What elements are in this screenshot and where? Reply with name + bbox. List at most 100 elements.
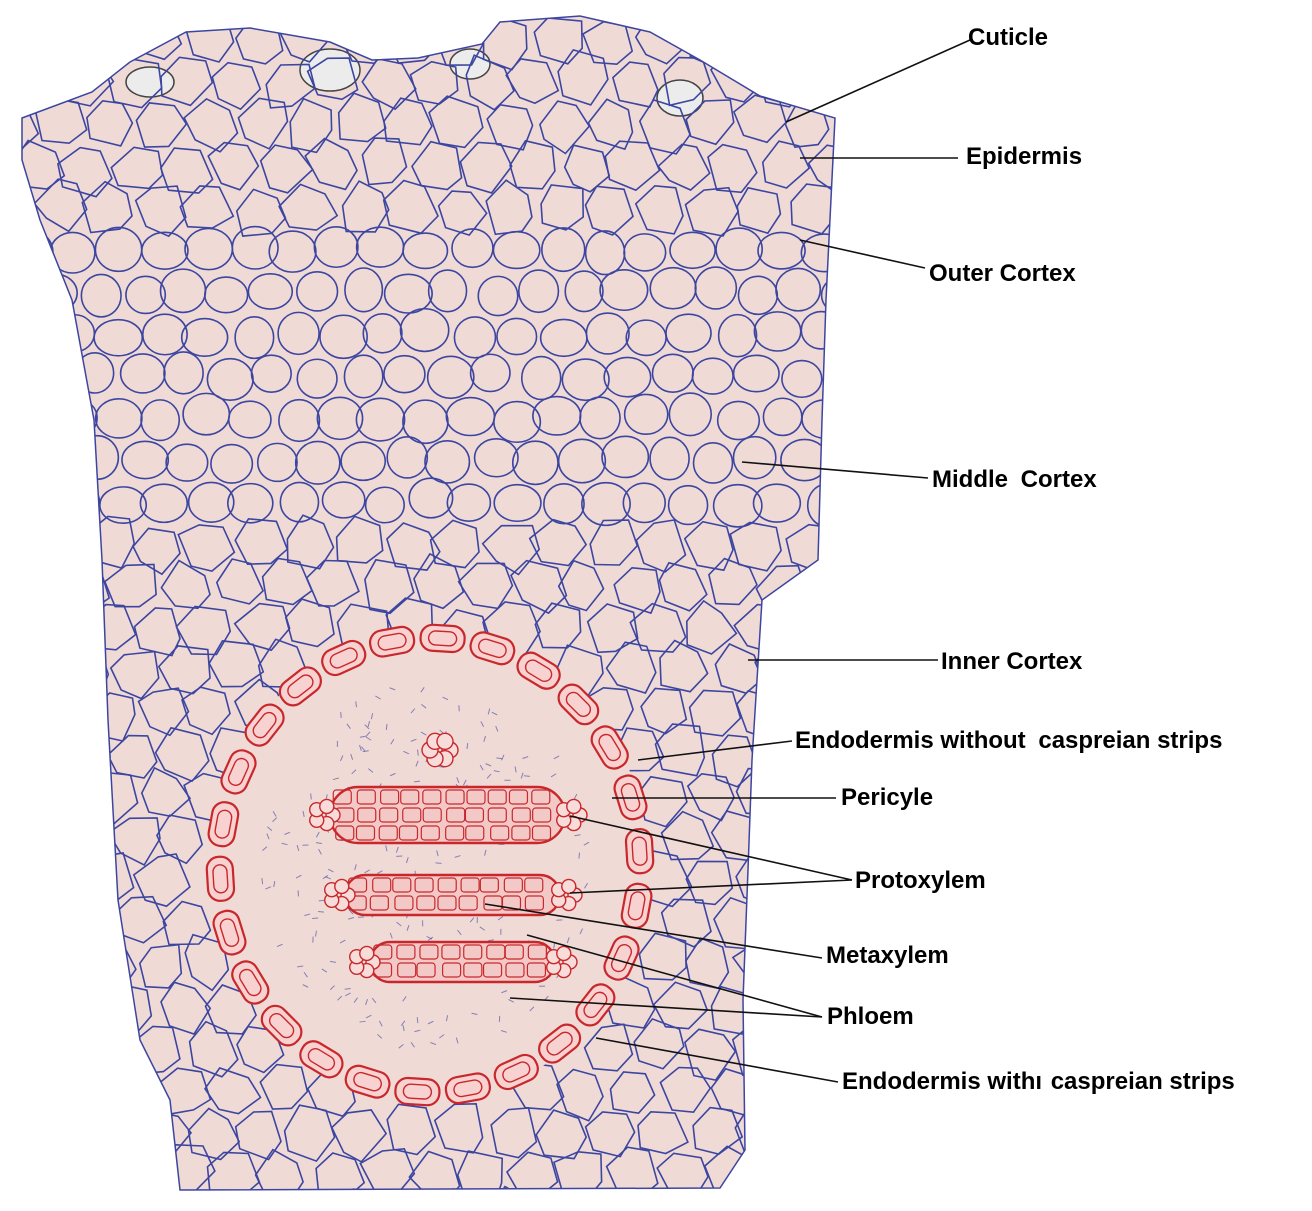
cortex-cell [10,399,49,436]
label-phloem: Phloem [827,1003,914,1031]
phloem-speckle [524,776,530,777]
cortex-cell [340,1189,388,1211]
cortex-cell [0,1187,36,1211]
cortex-cell [60,482,100,526]
cortex-cell [757,1149,809,1196]
cortex-cell [782,1115,832,1158]
label-protoxylem: Protoxylem [855,867,986,895]
cortex-cell [822,440,869,483]
cortex-cell [539,1191,590,1211]
cortex-cell [734,13,778,59]
cortex-cell [62,644,108,693]
protoxylem-cell [437,733,453,749]
label-middle-cortex: Middle Cortex [932,466,1097,494]
endodermis-cell [625,828,654,874]
cortex-cell [391,1193,435,1211]
cortex-cell [684,1194,739,1211]
phloem-speckle [467,743,468,749]
cortex-cell [29,1109,85,1158]
cortex-cell [757,815,812,863]
cortex-cell [806,1151,861,1197]
cortex-cell [786,13,841,62]
cortex-cell [5,1157,62,1205]
protoxylem-cell [335,879,349,893]
cortex-cell [0,850,27,901]
label-inner-cortex: Inner Cortex [941,648,1082,676]
label-endodermis-with-part1: Endodermis withı [842,1068,1042,1095]
phloem-speckle [318,911,324,912]
cortex-cell [781,607,828,652]
endodermis-cell [395,1077,440,1106]
xylem-band-middle-outline [345,875,560,915]
label-epidermis: Epidermis [966,143,1082,171]
cortex-cell [0,605,38,651]
protoxylem-cell [360,946,374,960]
label-endodermis-with-part2: caspreian strips [1051,1068,1235,1095]
protoxylem-cell [562,879,576,893]
cortex-cell [90,18,137,67]
xylem-band-upper [310,787,587,843]
cortex-cell [10,902,64,947]
cortex-cell [89,1023,135,1069]
cortex-cell [737,1192,787,1211]
cortex-cell [62,895,109,944]
cortex-cell [588,1194,638,1211]
cortex-cell [819,646,864,693]
cortex-cell [0,767,30,815]
cortex-cell [786,1195,835,1211]
cortex-cell [34,15,80,66]
cortex-cell [33,774,83,816]
cortex-cell [635,1195,677,1211]
phloem-speckle [418,750,419,756]
label-pericyle: Pericyle [841,784,933,812]
endodermis-cell [206,856,235,902]
cortex-cell [13,61,54,107]
cortex-cell [0,519,38,564]
phloem-speckle [417,1017,418,1023]
label-endodermis-with: Endodermis withı caspreian strips [842,1068,1235,1096]
cortex-cell [0,276,30,314]
leader-cuticle [786,40,970,122]
cortex-cell [0,18,29,69]
xylem-band-middle [325,875,582,915]
cortex-cell [85,1108,134,1160]
protoxylem-cell [567,799,581,813]
cortex-cell [39,855,84,899]
cortex-cell [63,813,112,866]
protoxylem-cell [320,799,334,813]
phloem-speckle [311,793,312,799]
cortex-cell [784,780,832,820]
cortex-cell [13,487,52,523]
cortex-cell [31,519,79,568]
label-middle-cortex-part1: Middle [932,466,1008,493]
label-endodermis-without-part2: caspreian strips [1038,727,1222,754]
cortex-cell [139,1186,185,1211]
cortex-cell [783,1025,840,1070]
label-endodermis-without: Endodermis without caspreian strips [795,727,1222,755]
cortex-cell [57,1072,109,1120]
protoxylem-cell [557,946,571,960]
endodermis-cell-wall [625,828,654,874]
cortex-cell [0,357,32,398]
cortex-cell [60,729,110,780]
label-metaxylem: Metaxylem [826,942,949,970]
cortex-cell [28,1026,84,1075]
cortex-cell [434,1189,486,1211]
cortex-cell [87,1191,136,1211]
cortex-cell [13,565,57,606]
label-cuticle: Cuticle [968,24,1048,52]
cortex-cell [0,944,33,991]
phloem-speckle [579,853,580,859]
endodermis-cell-wall [206,856,235,902]
cortex-cell [808,813,860,863]
cortex-cell [286,1189,335,1211]
cortex-cell [826,360,874,398]
cortex-cell [489,1187,538,1211]
cortex-cell [37,1186,84,1211]
cortex-cell [0,436,31,479]
cortex-cell [9,314,55,352]
cortex-cell [0,685,36,734]
cortex-cell [0,182,32,229]
